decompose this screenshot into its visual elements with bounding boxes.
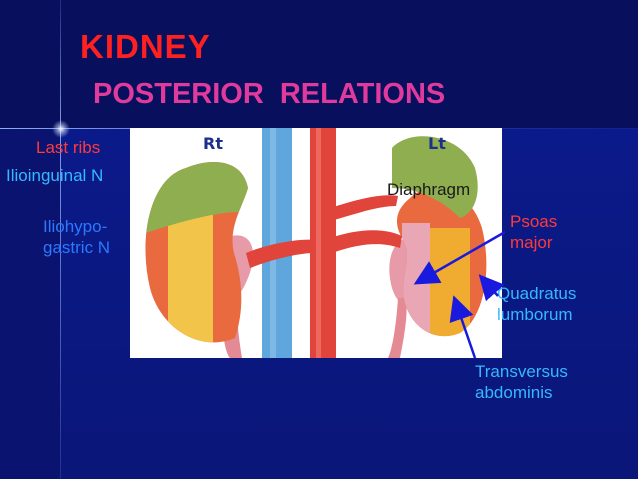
slide-title: KIDNEY	[80, 28, 211, 65]
vena-cava-highlight	[270, 128, 276, 358]
label-quadratus-lumborum: Quadratus lumborum	[497, 284, 577, 324]
right-renal-artery	[246, 239, 320, 268]
slide-header-background	[0, 0, 638, 128]
quadratus-arrow	[478, 274, 505, 302]
left-adrenal-artery	[330, 195, 398, 220]
decorative-sparkle	[52, 120, 70, 138]
transversus-arrow	[449, 295, 477, 359]
right-kidney	[145, 162, 248, 343]
label-right-side: Rt	[203, 134, 223, 153]
right-quadratus-region	[168, 208, 213, 343]
label-ilioinguinal-nerve: Ilioinguinal N	[6, 166, 104, 185]
slide-subtitle: POSTERIOR RELATIONS	[93, 78, 446, 110]
label-psoas-major: Psoas major	[510, 212, 558, 252]
label-transversus-abdominis: Transversus abdominis	[475, 362, 568, 402]
abdominal-aorta	[310, 128, 336, 358]
kidney-posterior-diagram	[130, 128, 502, 358]
right-diaphragm-region	[145, 162, 248, 238]
aorta-highlight	[316, 128, 321, 358]
label-last-ribs: Last ribs	[36, 138, 101, 157]
left-ureter	[388, 298, 407, 358]
decorative-vertical-line	[60, 0, 61, 479]
psoas-arrow	[413, 230, 506, 285]
left-diaphragm-region	[392, 136, 478, 218]
label-diaphragm: Diaphragm	[387, 180, 471, 199]
label-iliohypogastric-nerve: Iliohypo- gastric N	[43, 217, 111, 257]
label-left-side: Lt	[428, 134, 446, 153]
left-renal-artery	[330, 230, 402, 252]
